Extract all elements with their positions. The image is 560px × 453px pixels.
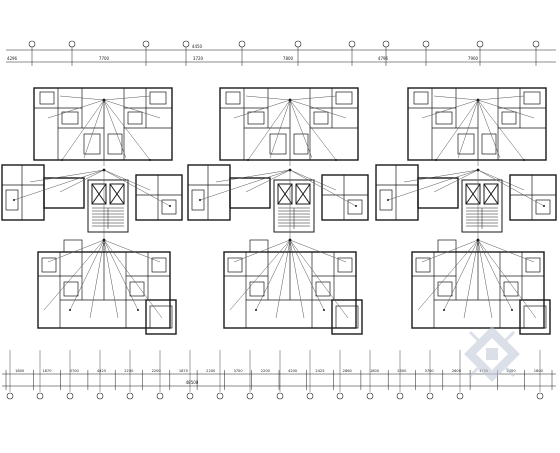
axis-marker xyxy=(306,350,314,400)
axis-marker xyxy=(186,350,194,400)
bottom-dim-17: 2600 xyxy=(452,369,462,373)
axis-marker xyxy=(396,350,404,400)
bottom-dim-19: 2400 xyxy=(506,369,516,373)
axis-marker xyxy=(532,40,540,66)
bottom-dim-8: 2200 xyxy=(206,369,216,373)
axis-marker xyxy=(216,350,224,400)
bottom-dim-5: 2230 xyxy=(124,369,134,373)
top-segment-dimensions: 4296 7700 3720 7800 4796 7900 xyxy=(7,56,479,61)
axis-marker xyxy=(348,40,356,66)
top-axis-markers xyxy=(28,40,540,66)
axis-marker xyxy=(6,350,14,400)
axis-marker xyxy=(66,350,74,400)
bottom-dim-6: 2200 xyxy=(152,369,162,373)
diamond-emblem-icon xyxy=(464,326,520,382)
axis-marker xyxy=(36,350,44,400)
axis-marker xyxy=(246,350,254,400)
top-dimension-lines xyxy=(6,49,556,63)
bottom-dim-4: 4425 xyxy=(97,369,106,373)
axis-marker xyxy=(142,40,150,66)
bottom-dim-16: 3700 xyxy=(425,369,435,373)
top-dim-2: 7700 xyxy=(99,56,110,61)
bottom-dim-11: 4200 xyxy=(288,369,298,373)
bottom-dim-2: 1870 xyxy=(42,369,52,373)
bottom-dim-15: 2300 xyxy=(397,369,407,373)
bottom-dim-3: 3700 xyxy=(70,369,80,373)
top-dim-6: 7900 xyxy=(468,56,479,61)
bottom-dim-7: 1870 xyxy=(179,369,189,373)
top-overall-dimension: 4450 xyxy=(192,44,203,49)
axis-marker xyxy=(422,40,430,66)
bottom-dim-10: 2200 xyxy=(261,369,271,373)
unit-plan-right xyxy=(375,87,557,335)
unit-plan-center xyxy=(187,87,369,335)
bottom-dim-12: 2425 xyxy=(315,369,324,373)
axis-marker xyxy=(536,350,544,400)
axis-marker xyxy=(336,350,344,400)
unit-plan-left xyxy=(1,87,183,335)
axis-marker xyxy=(382,40,390,66)
axis-marker xyxy=(426,350,434,400)
axis-marker xyxy=(182,40,190,66)
axis-marker xyxy=(456,350,464,400)
axis-marker xyxy=(68,40,76,66)
top-dim-4: 7800 xyxy=(283,56,294,61)
top-dim-5: 4796 xyxy=(378,56,389,61)
top-dim-3: 3720 xyxy=(193,56,204,61)
bottom-segment-dimensions: 1800 1870 3700 4425 2230 2200 1870 2200 3700 2200… xyxy=(15,369,544,373)
axis-marker xyxy=(366,350,374,400)
bottom-dim-1: 1800 xyxy=(15,369,25,373)
axis-marker xyxy=(476,40,484,66)
bottom-dimension-ticks xyxy=(5,370,553,390)
bottom-overall-dimension: 48500 xyxy=(186,380,199,385)
axis-marker xyxy=(28,40,36,66)
axis-marker xyxy=(126,350,134,400)
axis-marker xyxy=(276,350,284,400)
top-dim-1: 4296 xyxy=(7,56,18,61)
axis-marker xyxy=(96,350,104,400)
bottom-dim-13: 2860 xyxy=(343,369,353,373)
bottom-dim-14: 1800 xyxy=(370,369,380,373)
bottom-dim-20: 1800 xyxy=(534,369,544,373)
axis-marker xyxy=(156,350,164,400)
bottom-dim-9: 3700 xyxy=(233,369,243,373)
axis-marker xyxy=(294,40,302,66)
axis-marker xyxy=(238,40,246,66)
bottom-axis-markers xyxy=(6,350,544,400)
